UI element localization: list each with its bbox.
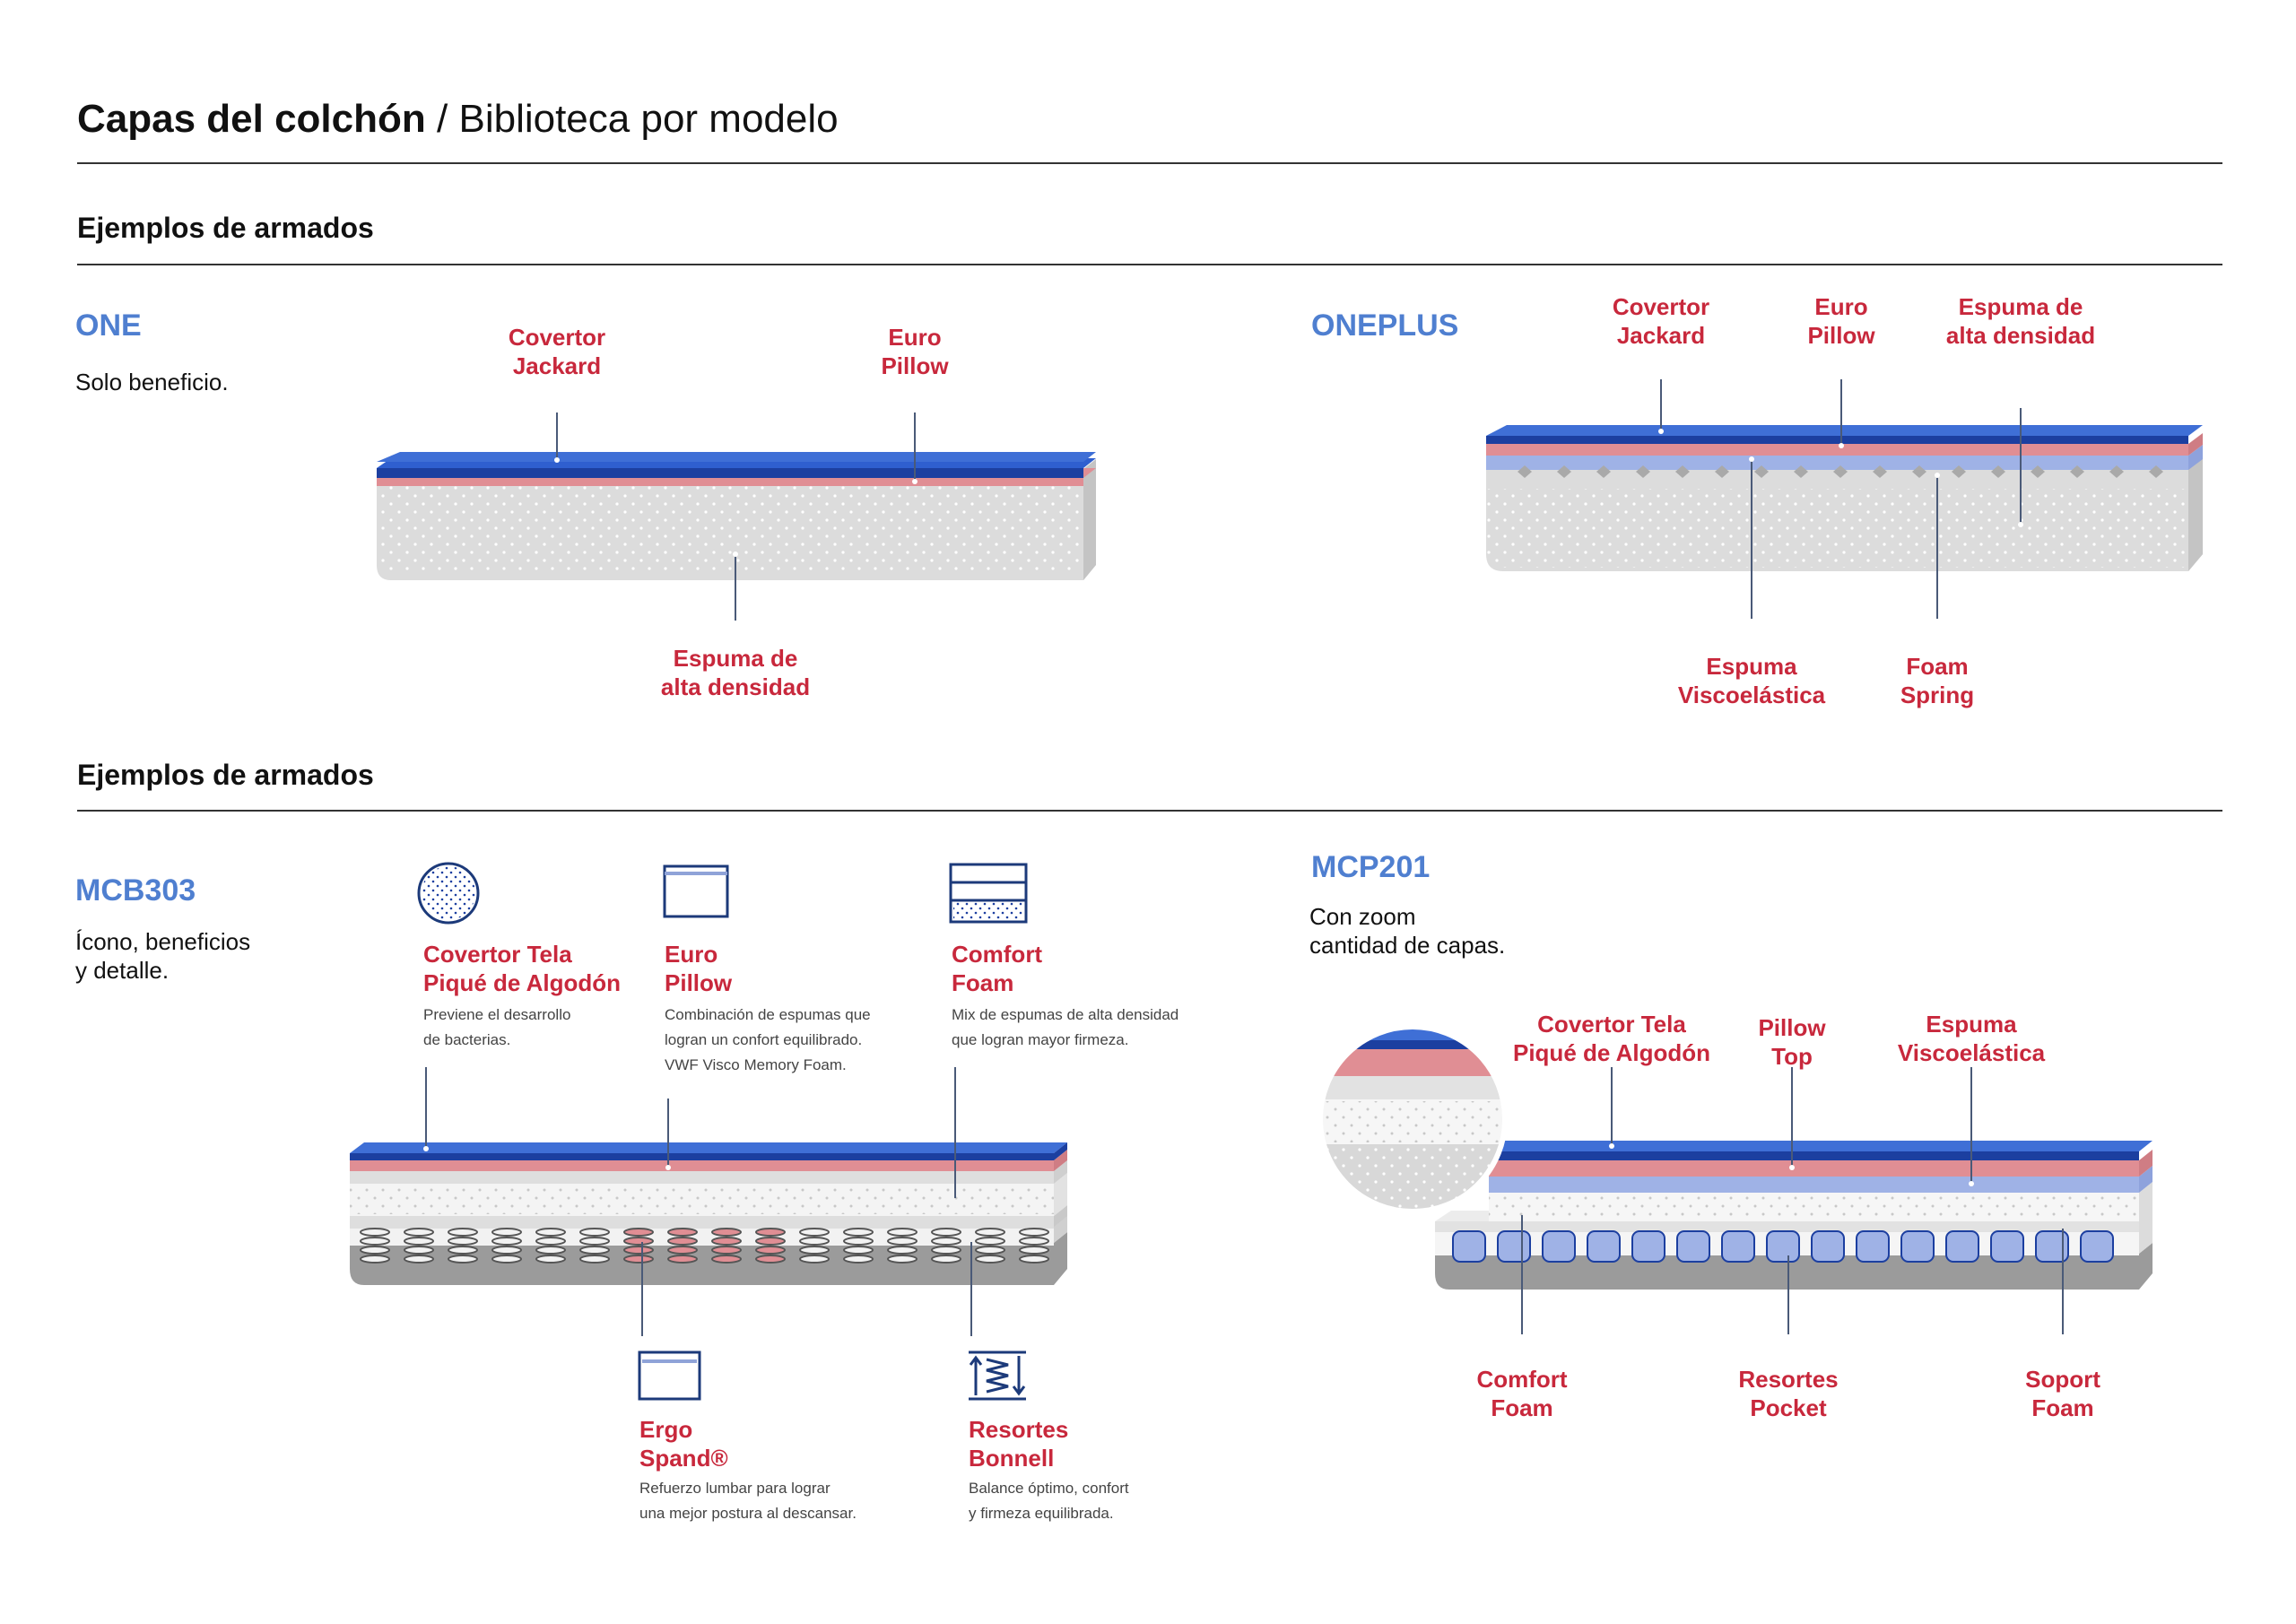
mcp201-leader-lines: [1521, 1067, 2064, 1334]
mcp201-mattress: [1318, 1024, 2152, 1290]
ergo-spand-icon: [638, 1350, 701, 1401]
mcb303-resortes-title: Resortes Bonnell: [969, 1416, 1069, 1472]
mcb303-leader-lines: [425, 1067, 972, 1336]
section-title-2: Ejemplos de armados: [77, 759, 374, 791]
mcb303-comfort-detail: Mix de espumas de alta densidad que logr…: [952, 1006, 1179, 1048]
title-separator: /: [437, 97, 448, 141]
oneplus-mattress: [1486, 425, 2203, 571]
oneplus-foam-spring: [1518, 465, 2163, 478]
mcb303-resortes-detail: Balance óptimo, confort y firmeza equili…: [969, 1480, 1129, 1522]
mcp201-label-pillow: Pillow Top: [1758, 1014, 1826, 1070]
model-mcp201-description: Con zoom cantidad de capas.: [1309, 903, 1506, 959]
oneplus-label-covertor: Covertor Jackard: [1612, 293, 1710, 349]
mcb303-euro-detail: Combinación de espumas que logran un con…: [665, 1006, 871, 1073]
one-label-euro: Euro Pillow: [881, 324, 949, 379]
one-leader-lines: [556, 413, 916, 621]
oneplus-label-visco: Espuma Viscoelástica: [1677, 653, 1826, 708]
model-oneplus-name: ONEPLUS: [1311, 308, 1459, 343]
mcb303-covertor-title: Covertor Tela Piqué de Algodón: [423, 941, 622, 996]
section-divider-2: [77, 810, 2222, 812]
euro-pillow-icon: [663, 864, 729, 918]
mcp201-label-covertor: Covertor Tela Piqué de Algodón: [1512, 1011, 1711, 1066]
model-one-name: ONE: [75, 308, 142, 343]
pocket-springs: [1452, 1230, 2114, 1263]
oneplus-label-espuma-alta: Espuma de alta densidad: [1945, 293, 2096, 349]
mcb303-mattress: [350, 1142, 1067, 1285]
mcb303-euro-title: Euro Pillow: [665, 941, 733, 996]
model-mcp201-name: MCP201: [1311, 850, 1431, 884]
mcp201-label-soport: Soport Foam: [2025, 1366, 2100, 1421]
bonnell-spring-icon: [969, 1350, 1026, 1401]
title-bold: Capas del colchón: [77, 97, 426, 141]
mcb303-covertor-detail: Previene el desarrollo de bacterias.: [423, 1006, 571, 1048]
mcb303-ergo-detail: Refuerzo lumbar para lograr una mejor po…: [639, 1480, 857, 1522]
one-label-covertor: Covertor Jackard: [508, 324, 606, 379]
title-divider: [77, 162, 2222, 164]
covertor-dots-icon: [417, 862, 480, 925]
mcb303-comfort-title: Comfort Foam: [952, 941, 1043, 996]
model-mcb303-name: MCB303: [75, 873, 196, 908]
bonnell-springs: [360, 1228, 1049, 1264]
title-light: Biblioteca por modelo: [458, 97, 839, 141]
section-divider-1: [77, 264, 2222, 265]
one-label-espuma: Espuma de alta densidad: [660, 645, 811, 700]
one-mattress: [377, 452, 1096, 580]
comfort-foam-icon: [949, 863, 1028, 924]
mcp201-label-comfort: Comfort Foam: [1476, 1366, 1568, 1421]
mcb303-ergo-title: Ergo Spand®: [639, 1416, 728, 1472]
model-mcb303-description: Ícono, beneficios y detalle.: [75, 928, 251, 984]
mcp201-label-resortes: Resortes Pocket: [1738, 1366, 1839, 1421]
ergo-spand-springs: [623, 1228, 786, 1264]
section-title-1: Ejemplos de armados: [77, 212, 374, 244]
mcp201-label-visco: Espuma Viscoelástica: [1897, 1011, 2046, 1066]
oneplus-label-euro: Euro Pillow: [1807, 293, 1875, 349]
page-title: Capas del colchón / Biblioteca por model…: [77, 97, 839, 142]
oneplus-leader-lines: [1660, 379, 2022, 619]
oneplus-label-foam-spring: Foam Spring: [1900, 653, 1975, 708]
model-one-description: Solo beneficio.: [75, 369, 229, 395]
